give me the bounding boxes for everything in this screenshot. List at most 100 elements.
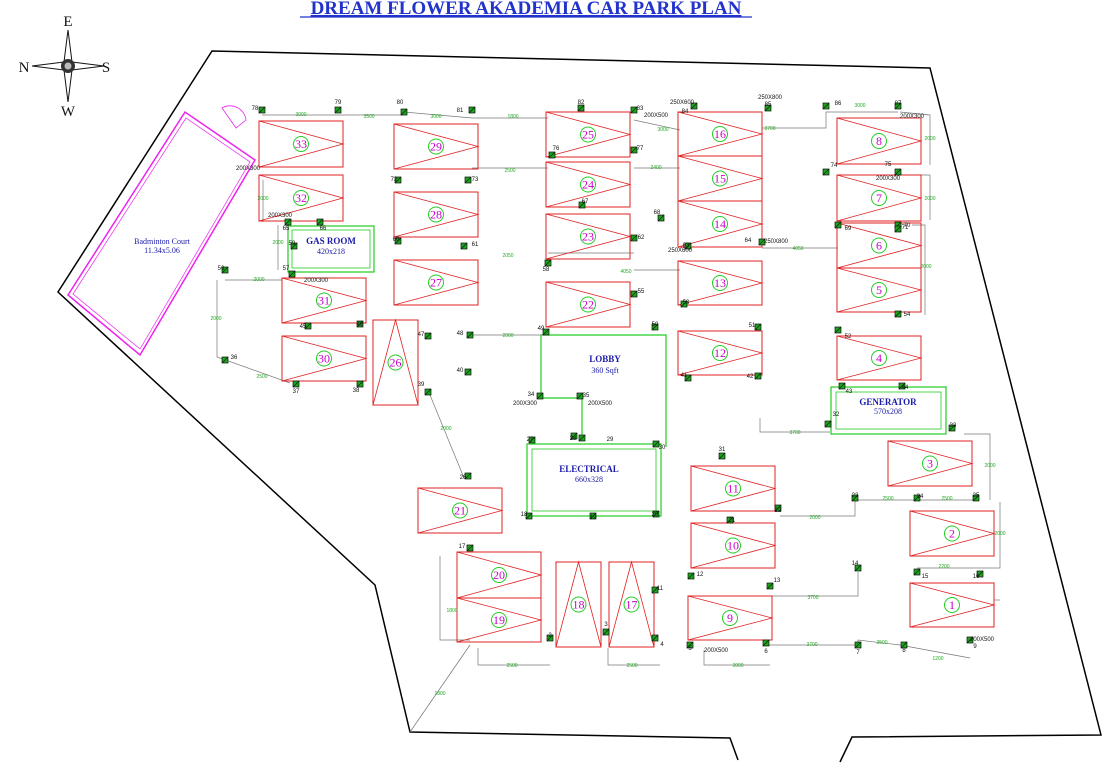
- dimension-value: 2000: [257, 196, 268, 202]
- slot-number: 3: [927, 457, 933, 471]
- survey-point-label: 55: [638, 289, 645, 295]
- slot-number: 33: [295, 137, 307, 151]
- site-boundary: [57, 50, 1102, 763]
- slot-number-circle: [428, 206, 444, 223]
- survey-point-label: 41: [681, 373, 688, 379]
- dimension-value: 2000: [272, 240, 283, 246]
- dimension-value: 2000: [253, 277, 264, 283]
- survey-point-label: 25: [973, 493, 980, 499]
- parking-slot: 3: [887, 440, 974, 487]
- size-label: 250X600: [670, 100, 695, 106]
- survey-point-label: 74: [831, 163, 838, 169]
- dimension-lines: [216, 111, 1001, 733]
- slot-number: 13: [714, 276, 726, 290]
- survey-point-label: 3: [604, 622, 608, 628]
- survey-point-label: 21: [729, 518, 736, 524]
- parking-slot: 26: [372, 318, 419, 406]
- slot-number-circle: [712, 345, 728, 361]
- survey-point: 23: [851, 493, 859, 502]
- survey-point: 7: [854, 641, 862, 656]
- slot-number-circle: [712, 170, 728, 187]
- survey-point-label: 86: [835, 101, 842, 107]
- survey-point-label: 30: [659, 445, 666, 451]
- survey-point: 8: [900, 641, 908, 654]
- dimension-value: 1800: [507, 114, 518, 120]
- parking-slot: 15: [677, 155, 764, 202]
- slot-number-circle: [944, 525, 960, 542]
- survey-point: 12: [687, 572, 704, 580]
- survey-point-label: 11: [657, 586, 664, 592]
- survey-point: 24: [913, 494, 924, 502]
- survey-point: 82: [577, 100, 585, 112]
- dimension-value: 1800: [434, 691, 445, 697]
- size-label: 200X500: [644, 113, 669, 119]
- slot-number: 8: [876, 134, 882, 148]
- slot-number: 21: [454, 504, 466, 518]
- slot-number-circle: [491, 567, 507, 583]
- survey-point: 32: [824, 412, 840, 428]
- survey-point: 44: [898, 382, 909, 391]
- survey-point: 57: [283, 266, 296, 278]
- slot-number: 4: [876, 351, 882, 365]
- dimension-value: 2000: [502, 333, 513, 339]
- parking-slot: 22: [545, 281, 632, 328]
- size-label: 200X300: [236, 166, 261, 172]
- survey-point-label: 75: [885, 162, 892, 168]
- survey-point: 26: [460, 472, 472, 481]
- survey-point: 51: [749, 323, 762, 331]
- parking-slot: 6: [836, 222, 923, 269]
- dimension-value: 2000: [984, 463, 995, 469]
- survey-point: 59: [289, 241, 298, 250]
- survey-point-label: 65: [283, 226, 290, 232]
- parking-slot: 10: [690, 522, 777, 569]
- slot-number-circle: [712, 126, 728, 142]
- survey-point: 63: [683, 242, 692, 250]
- slot-number: 31: [318, 294, 330, 308]
- parking-slot: 30: [281, 335, 368, 382]
- size-label: 200X500: [970, 637, 995, 643]
- survey-point: 33: [948, 423, 957, 432]
- survey-point-label: 38: [353, 388, 360, 394]
- slot-number-circle: [623, 596, 640, 613]
- survey-point-label: 22: [775, 508, 782, 514]
- slot-number-circle: [725, 480, 741, 497]
- survey-point-label: 54: [904, 312, 911, 318]
- size-label: 200X300: [304, 278, 329, 284]
- survey-point: 9: [966, 636, 977, 650]
- dimension-value: 2000: [924, 196, 935, 202]
- survey-point-label: 23: [852, 493, 859, 499]
- survey-point: 72: [391, 176, 402, 184]
- dimension-value: 4050: [620, 269, 631, 275]
- slot-number: 12: [714, 346, 726, 360]
- parking-slot: 25: [545, 111, 632, 158]
- survey-point: 41: [681, 373, 692, 382]
- survey-point: 65: [283, 218, 292, 232]
- survey-point: 54: [894, 310, 911, 318]
- dimension-value: 3000: [657, 127, 668, 133]
- parking-slot: 7: [836, 174, 923, 222]
- dimension-value: 2000: [994, 531, 1005, 537]
- survey-point: 16: [973, 570, 984, 580]
- survey-point: 70: [894, 223, 911, 233]
- dimension-value: 2400: [650, 165, 661, 171]
- slot-number-circle: [570, 596, 587, 613]
- parking-slot: 11: [690, 465, 777, 512]
- survey-point: 45: [300, 322, 312, 330]
- size-label: 200X300: [900, 114, 925, 120]
- survey-point-label: 70: [904, 223, 911, 229]
- slot-number: 9: [727, 611, 733, 625]
- survey-point-label: 78: [252, 106, 259, 112]
- survey-point-label: 79: [335, 100, 342, 106]
- slot-number-circle: [725, 537, 741, 554]
- parking-slot: 2: [909, 510, 996, 557]
- survey-point-label: 28: [570, 436, 577, 442]
- slot-number: 22: [582, 298, 594, 312]
- survey-point-label: 67: [582, 199, 589, 205]
- slot-number-circle: [871, 237, 887, 254]
- survey-point: 13: [766, 578, 781, 590]
- slot-number-circle: [580, 126, 596, 143]
- survey-point: 74: [822, 163, 838, 176]
- dimension-value: 3700: [764, 126, 775, 132]
- generator-room: GENERATOR 570x208: [830, 386, 947, 435]
